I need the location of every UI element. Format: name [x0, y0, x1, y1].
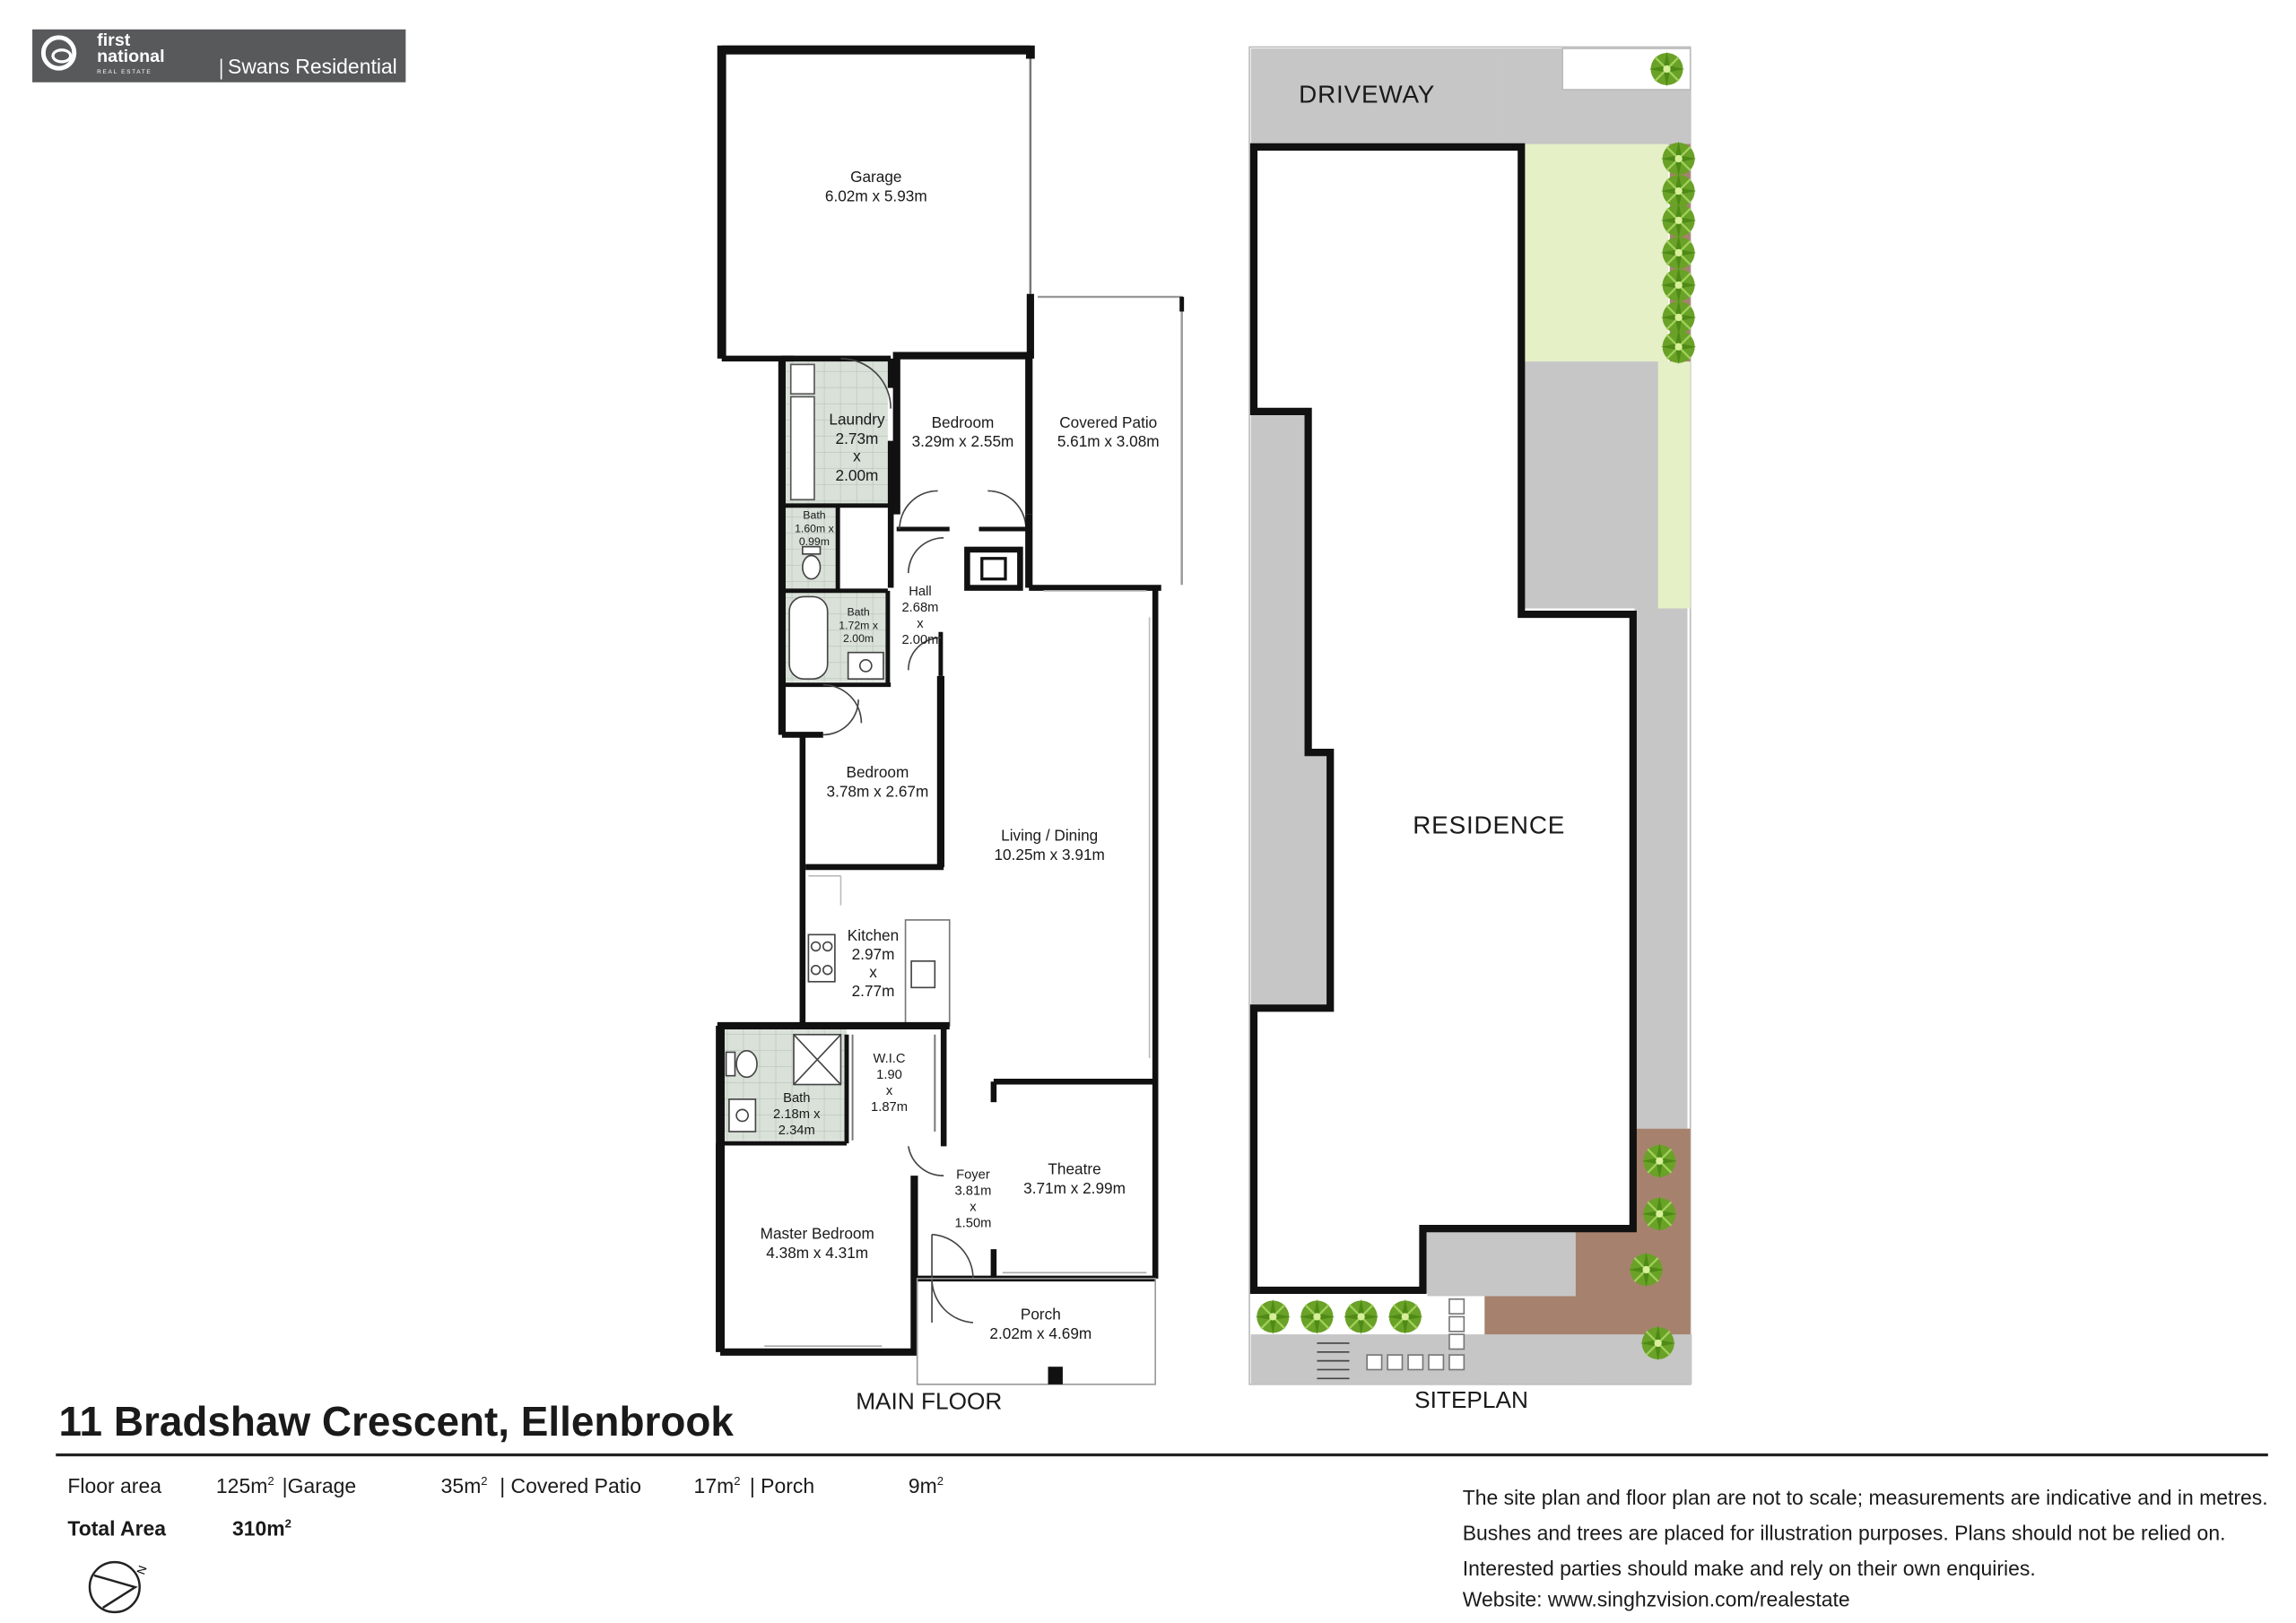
- logo-mark-icon: [40, 35, 77, 71]
- siteplan-caption: SITEPLAN: [1414, 1388, 1528, 1414]
- disclaimer-line-1: The site plan and floor plan are not to …: [1462, 1485, 2268, 1510]
- toilet-icon: [802, 554, 822, 580]
- main-floor-caption: MAIN FLOOR: [856, 1390, 1003, 1416]
- bathtub-icon: [788, 595, 829, 680]
- garage-value: 35m2: [440, 1473, 488, 1498]
- north-arrow-icon: N: [88, 1560, 150, 1614]
- driveway-label: DRIVEWAY: [1299, 81, 1436, 109]
- property-address: 11 Bradshaw Crescent, Ellenbrook: [58, 1399, 734, 1445]
- toilet-icon: [735, 1049, 758, 1079]
- divider-rule: [56, 1453, 2268, 1457]
- total-area-label: Total Area: [67, 1516, 167, 1541]
- disclaimer-line-2: Bushes and trees are placed for illustra…: [1462, 1521, 2226, 1545]
- svg-text:N: N: [134, 1564, 149, 1576]
- sink-icon: [847, 651, 884, 680]
- stove-icon: [807, 933, 836, 983]
- porch-value: 9m2: [908, 1473, 944, 1498]
- agency-logo: first national REAL ESTATE Swans Residen…: [32, 29, 406, 82]
- main-floor-plan: [716, 45, 1185, 1385]
- logo-line-2: national: [97, 45, 165, 66]
- floor-area-label: Floor area: [67, 1473, 161, 1498]
- sink-icon: [728, 1098, 757, 1133]
- floor-area-value: 125m2: [215, 1473, 274, 1498]
- logo-line-1: first: [97, 29, 131, 50]
- website-link[interactable]: Website: www.singhzvision.com/realestate: [1462, 1587, 1850, 1611]
- disclaimer-line-3: Interested parties should make and rely …: [1462, 1556, 2036, 1580]
- residence-label: RESIDENCE: [1413, 811, 1566, 839]
- logo-divider: [220, 58, 222, 80]
- residence-footprint: [1249, 143, 1637, 1295]
- sink-icon: [910, 960, 936, 989]
- total-area-value: 310m2: [231, 1516, 291, 1541]
- garage-label: |Garage: [282, 1473, 357, 1498]
- site-plan: [1248, 46, 1698, 1385]
- logo-tagline: REAL ESTATE: [97, 67, 152, 75]
- patio-value: 17m2: [693, 1473, 741, 1498]
- patio-label: | Covered Patio: [500, 1473, 641, 1498]
- porch-label: | Porch: [749, 1473, 815, 1498]
- office-name: Swans Residential: [228, 54, 397, 78]
